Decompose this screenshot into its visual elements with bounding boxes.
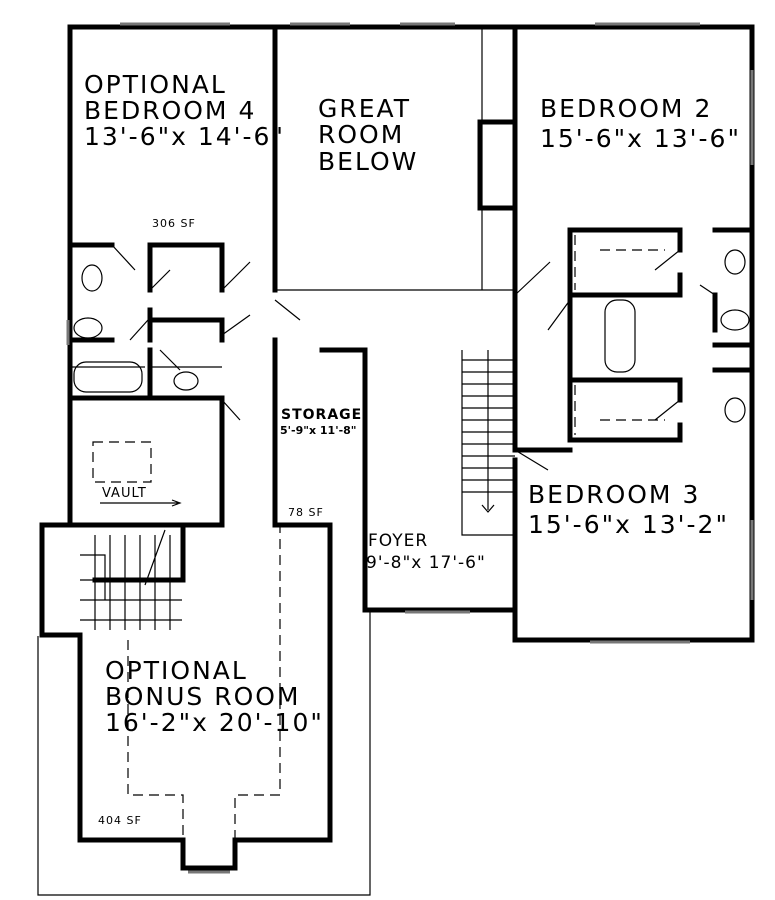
stair	[461, 350, 515, 536]
bath-walls-right	[512, 227, 755, 643]
bedroom-2-label: BEDROOM 2	[540, 94, 713, 123]
bedroom-3-size: 15'-6"x 13'-2"	[528, 510, 729, 539]
sink-icon	[173, 371, 199, 391]
bonus-room-label: OPTIONAL BONUS ROOM	[105, 656, 301, 712]
toilet-icon	[720, 309, 750, 331]
stair-treads	[462, 350, 515, 513]
closet-lines	[574, 235, 665, 435]
bedroom-4-size: 13'-6"x 14'-6"	[84, 122, 285, 151]
door-swings	[111, 244, 301, 421]
windows	[66, 22, 754, 874]
foyer-size: 9'-8"x 17'-6"	[366, 553, 486, 573]
roof-outline	[37, 610, 371, 896]
storage-walls	[272, 337, 368, 613]
bathtub	[604, 299, 636, 373]
bonus-walls	[39, 522, 333, 871]
bonus-room-area: 404 SF	[98, 814, 142, 827]
sink-icon	[81, 264, 103, 292]
chimney	[477, 119, 518, 211]
storage-area: 78 SF	[288, 506, 324, 519]
sink-icon	[724, 249, 746, 275]
vault-outline	[92, 441, 152, 483]
bathtub	[73, 361, 143, 393]
vault-arrow	[100, 499, 182, 507]
vault-label: VAULT	[102, 486, 147, 501]
storage-size: 5'-9"x 11'-8"	[280, 424, 357, 437]
storage-label: STORAGE	[281, 407, 363, 423]
bedroom-4-area: 306 SF	[152, 217, 196, 230]
bedroom-4-label: OPTIONAL BEDROOM 4	[84, 70, 257, 126]
foyer-label: FOYER	[368, 531, 429, 551]
great-room-label: GREAT ROOM BELOW	[318, 94, 419, 176]
bedroom-3-label: BEDROOM 3	[528, 480, 701, 509]
door-swings	[514, 249, 716, 471]
bonus-ceiling-outline	[127, 525, 281, 840]
bath-walls	[67, 242, 225, 401]
bedroom-2-size: 15'-6"x 13'-6"	[540, 124, 741, 153]
bonus-stair	[80, 529, 182, 630]
bonus-room-size: 16'-2"x 20'-10"	[105, 708, 324, 737]
toilet-icon	[73, 317, 103, 339]
sink-icon	[724, 397, 746, 423]
